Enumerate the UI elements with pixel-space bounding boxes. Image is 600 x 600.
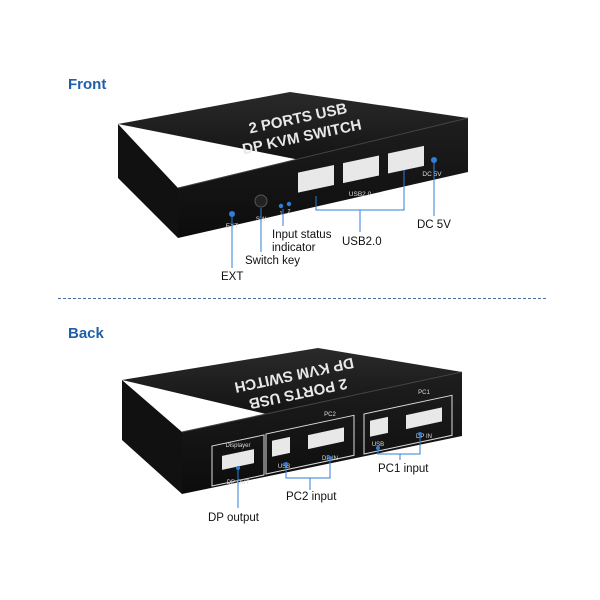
- section-divider: [58, 298, 546, 299]
- callout-usb: USB2.0: [342, 236, 382, 248]
- pc1-label: PC1: [418, 390, 430, 396]
- front-device-left-end: [118, 124, 178, 238]
- callout-dc: DC 5V: [417, 219, 451, 231]
- pc1-dp-in-label: DP IN: [416, 434, 432, 440]
- callout-ext: EXT: [221, 271, 244, 283]
- back-section-title: Back: [68, 325, 104, 342]
- callout-pc2-input: PC2 input: [286, 491, 337, 503]
- front-leader-lines: [231, 163, 435, 268]
- switch-key-button: [254, 194, 268, 208]
- dc-port: [431, 157, 437, 163]
- front-device-illustration: 2 PORTS USB DP KVM SWITCH EXT SW 1 2 USB…: [118, 92, 469, 268]
- back-device-left-end: [122, 380, 182, 494]
- callout-dp-output: DP output: [208, 512, 259, 524]
- pc2-label: PC2: [324, 412, 336, 418]
- back-top-text-line2: DP KVM SWITCH: [233, 354, 355, 396]
- pc1-usb-label: USB: [372, 442, 384, 448]
- indicator-led-2: [286, 201, 292, 207]
- dp-out-port-group: [211, 434, 265, 487]
- dc-port-label: DC 5V: [422, 171, 442, 178]
- callout-input-status-indicator: Input status indicator: [272, 229, 331, 255]
- dp-out-label: DP OUT: [227, 480, 250, 486]
- front-device-top: [118, 92, 468, 160]
- pc2-port-group: [265, 414, 355, 475]
- callout-pc1-input: PC1 input: [378, 463, 429, 475]
- usb-port-label: USB2.0: [349, 191, 372, 198]
- callout-switch-key: Switch key: [245, 255, 300, 267]
- indicator-label-2: 2: [287, 209, 290, 215]
- callout-indicator-line1: Input status: [272, 229, 332, 241]
- pc2-dp-in-label: DP IN: [322, 456, 338, 462]
- usb-port-group: [298, 145, 424, 193]
- indicator-led-1: [278, 203, 284, 209]
- back-top-text-line1: 2 PORTS USB: [247, 375, 349, 412]
- back-device-top: [122, 348, 462, 414]
- displayer-label: Displayer: [225, 443, 250, 449]
- callout-indicator-line2: indicator: [272, 242, 316, 254]
- front-section-title: Front: [68, 76, 107, 93]
- pc2-usb-label: USB: [278, 464, 290, 470]
- pc1-port-group: [363, 394, 453, 455]
- ext-port: [229, 211, 235, 217]
- indicator-label-1: 1: [279, 211, 282, 217]
